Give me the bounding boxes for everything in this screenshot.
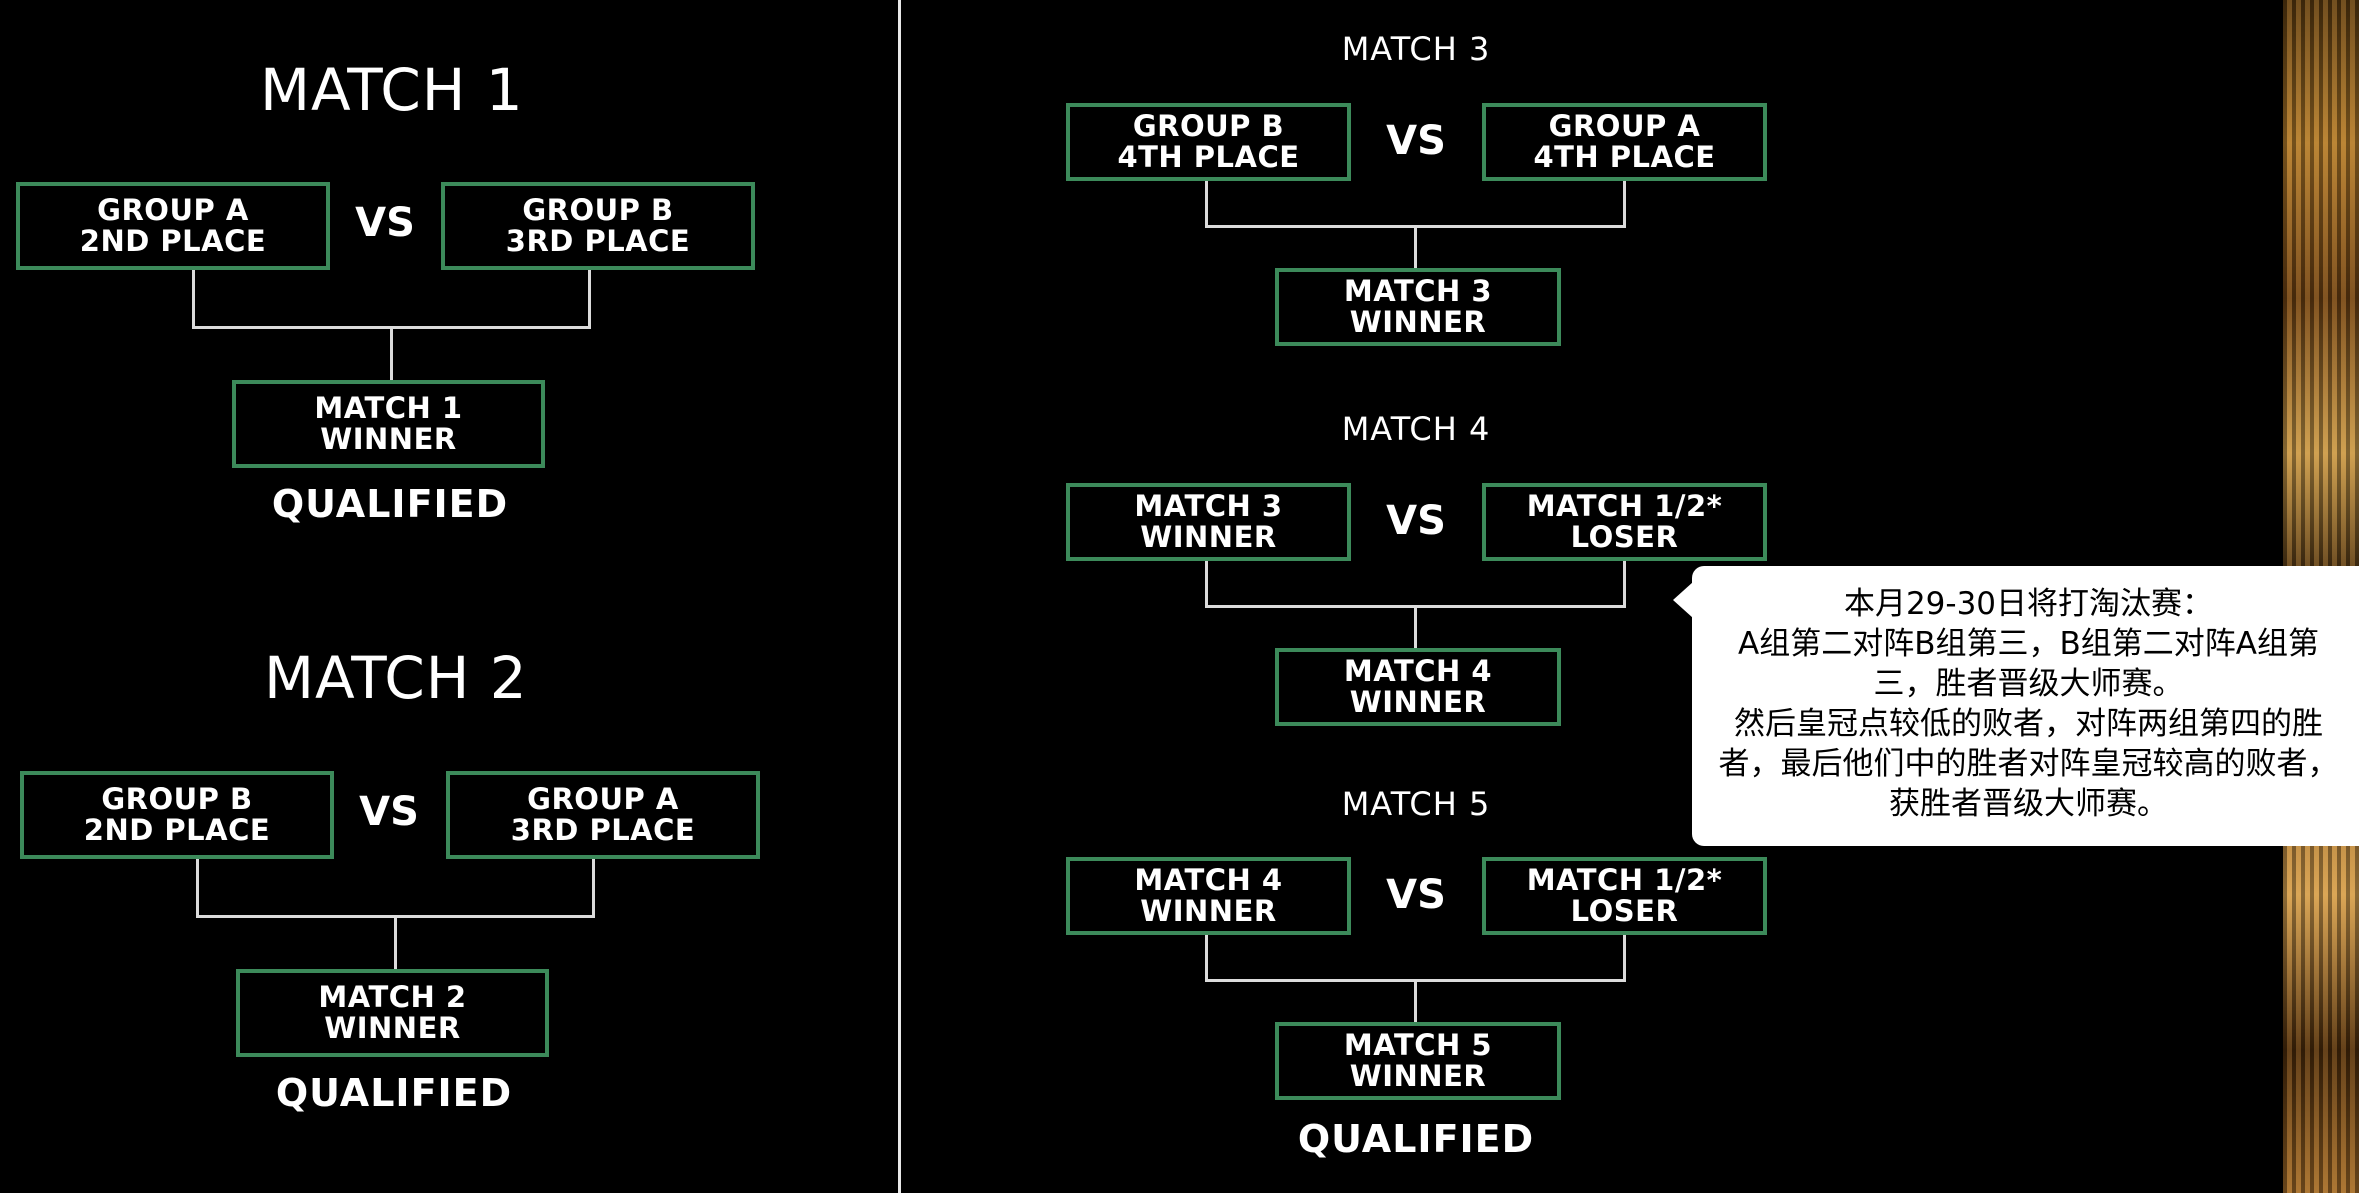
match2-qualified-label: QUALIFIED [275,1071,513,1115]
match3-connector-right [1623,181,1626,227]
match1-title: MATCH 1 [260,56,524,124]
match1-connector-left [192,270,195,328]
match5-vs-label: VS [1386,872,1446,918]
match5-winner-box: MATCH 5 WINNER [1275,1022,1561,1100]
match3-connector-down [1414,225,1417,268]
match2-winner-box: MATCH 2 WINNER [236,969,549,1057]
tooltip-line-2: A组第二对阵B组第三，B组第二对阵A组第三，胜者晋级大师赛。 [1738,626,2319,702]
match1-connector-right [588,270,591,328]
match5-team-a-box: MATCH 4 WINNER [1066,857,1351,935]
panel-divider [898,0,901,1193]
match3-connector-left [1205,181,1208,227]
match1-qualified-label: QUALIFIED [271,482,509,526]
match3-title: MATCH 3 [1341,30,1491,68]
match2-team-a-box: GROUP B 2ND PLACE [20,771,334,859]
match1-team-a-box: GROUP A 2ND PLACE [16,182,330,270]
tooltip-line-1: 本月29-30日将打淘汰赛： [1843,586,2214,622]
match1-vs-label: VS [355,200,415,246]
match3-winner-box: MATCH 3 WINNER [1275,268,1561,346]
match5-team-b-box: MATCH 1/2* LOSER [1482,857,1767,935]
match4-vs-label: VS [1386,498,1446,544]
match5-connector-right [1623,935,1626,981]
match2-team-b-box: GROUP A 3RD PLACE [446,771,760,859]
match4-connector-left [1205,561,1208,607]
tooltip-pointer [1673,582,1693,618]
match5-title: MATCH 5 [1341,785,1491,823]
match1-winner-box: MATCH 1 WINNER [232,380,545,468]
match4-title: MATCH 4 [1341,410,1491,448]
match2-title: MATCH 2 [264,644,528,712]
match2-connector-right [592,859,595,917]
match2-vs-label: VS [359,789,419,835]
match5-connector-down [1414,979,1417,1022]
translation-tooltip[interactable]: 本月29-30日将打淘汰赛： A组第二对阵B组第三，B组第二对阵A组第三，胜者晋… [1692,566,2359,846]
match1-team-b-box: GROUP B 3RD PLACE [441,182,755,270]
match2-connector-left [196,859,199,917]
match3-team-b-box: GROUP A 4TH PLACE [1482,103,1767,181]
match1-connector-down [390,326,393,380]
match3-vs-label: VS [1386,118,1446,164]
match4-connector-right [1623,561,1626,607]
match3-team-a-box: GROUP B 4TH PLACE [1066,103,1351,181]
match4-connector-down [1414,605,1417,648]
match4-team-a-box: MATCH 3 WINNER [1066,483,1351,561]
match2-connector-down [394,915,397,969]
match4-team-b-box: MATCH 1/2* LOSER [1482,483,1767,561]
match5-connector-left [1205,935,1208,981]
tooltip-line-3: 然后皇冠点较低的败者，对阵两组第四的胜者，最后他们中的胜者对阵皇冠较高的败者，获… [1718,706,2339,822]
match4-winner-box: MATCH 4 WINNER [1275,648,1561,726]
match5-qualified-label: QUALIFIED [1297,1117,1535,1161]
